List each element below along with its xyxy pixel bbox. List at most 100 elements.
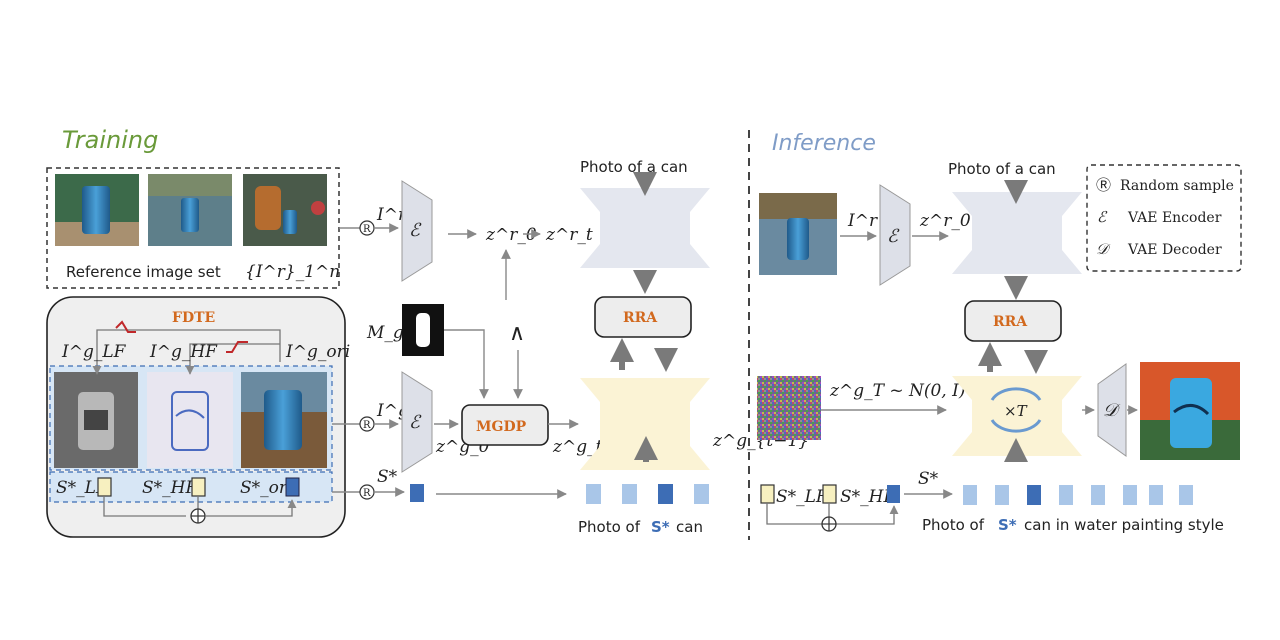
fdte-loop-inner	[189, 343, 280, 362]
token	[1123, 485, 1137, 505]
unet-top-inference	[952, 192, 1082, 274]
inference-reference-image	[759, 193, 837, 275]
ztr-label: z^r_t	[545, 225, 593, 245]
mgdp-box	[461, 404, 549, 446]
inference-s-ori-token	[887, 485, 900, 503]
s-star-label-training: S*	[377, 467, 398, 487]
unet-top-training	[580, 188, 710, 268]
reference-set-caption: Reference image set	[66, 263, 221, 281]
legend-random-text: Random sample	[1120, 178, 1234, 194]
prompt-top-inference: Photo of a can	[948, 160, 1056, 178]
vae-encoder-top	[401, 180, 433, 282]
hf-label: I^g_HF	[149, 342, 218, 362]
token	[586, 484, 601, 504]
prompt-top-training: Photo of a can	[580, 158, 688, 176]
token	[995, 485, 1009, 505]
fdte-label: FDTE	[172, 310, 215, 326]
prompt-bottom-post-inference: can in water painting style	[1024, 516, 1224, 534]
encoder-icon: ℰ	[1097, 208, 1108, 226]
fdte-token-band	[49, 471, 333, 503]
unet-bottom-inference	[952, 376, 1082, 456]
legend-decoder-text: VAE Decoder	[1127, 242, 1222, 258]
token	[963, 485, 977, 505]
lf-label: I^g_LF	[61, 342, 127, 362]
inference-s-hf-token	[822, 484, 837, 504]
svg-text:R: R	[363, 420, 371, 431]
token	[1179, 485, 1193, 505]
random-sample-icon: Ⓡ	[1096, 176, 1111, 194]
ztg-label: z^g_t	[552, 437, 603, 457]
prompt-bottom-token-inference: S*	[998, 516, 1017, 534]
legend-item-random: Ⓡ Random sample	[1096, 176, 1234, 194]
svg-text:R: R	[363, 224, 371, 235]
encoder-symbol-inference: ℰ	[887, 226, 900, 247]
prompt-bottom-token-training: S*	[651, 518, 670, 536]
prompt-bottom-pre-training: Photo of	[578, 518, 641, 536]
ori-image	[241, 372, 327, 468]
prompt-bottom-post-training: can	[676, 518, 703, 536]
output-image	[1140, 362, 1240, 460]
rra-box-inference	[964, 300, 1062, 342]
s-ori-token	[285, 477, 300, 497]
s-lf-token	[97, 477, 112, 497]
vae-decoder-inference	[1097, 363, 1127, 457]
ori-label: I^g_ori	[285, 342, 350, 362]
s-ori-label: S*_ori	[240, 478, 292, 498]
s-hf-label: S*_HF	[142, 478, 198, 498]
lf-image	[54, 372, 138, 468]
legend-item-encoder: ℰ VAE Encoder	[1097, 208, 1222, 226]
decoder-icon: 𝒟	[1096, 240, 1111, 258]
training-title: Training	[62, 126, 158, 154]
token	[1091, 485, 1105, 505]
reference-image-2	[148, 174, 232, 246]
unet-bottom-training	[580, 378, 710, 470]
fdte-loop-outer	[96, 329, 281, 362]
mg-label: M_g	[366, 323, 404, 343]
s-lf-label: S*_LF	[56, 478, 109, 498]
lowpass-icon	[115, 320, 136, 333]
legend-encoder-text: VAE Encoder	[1127, 210, 1222, 226]
hf-image	[147, 372, 233, 468]
prompt-bottom-pre-inference: Photo of	[922, 516, 985, 534]
token	[1027, 485, 1041, 505]
vae-encoder-inference	[879, 184, 911, 286]
legend-item-decoder: 𝒟 VAE Decoder	[1096, 240, 1222, 258]
token	[694, 484, 709, 504]
inference-z0r-label: z^r_0	[919, 211, 971, 231]
inference-title: Inference	[772, 131, 876, 156]
noise-image	[757, 376, 821, 440]
inference-s-star-label: S*	[918, 469, 939, 489]
inference-ir-label: I^r	[847, 211, 878, 231]
times-t-label: ×T	[1004, 402, 1028, 420]
decoder-symbol-inference: 𝒟	[1103, 400, 1121, 421]
vae-encoder-bottom	[401, 371, 433, 473]
ig-label: I^g	[376, 401, 409, 421]
rra-label-training: RRA	[623, 310, 658, 326]
token	[1059, 485, 1073, 505]
prompt-tokens-training	[586, 484, 709, 504]
inference-s-lf-token	[760, 484, 775, 504]
inference-s-lf-label: S*_LF	[776, 487, 829, 507]
inference-s-hf-label: S*_HF	[840, 487, 896, 507]
prompt-tokens-inference	[963, 485, 1193, 505]
reference-image-1	[55, 174, 139, 246]
rra-box-training	[594, 296, 692, 338]
reference-image-3	[243, 174, 327, 246]
encoder-symbol-top: ℰ	[409, 220, 422, 241]
reference-set-math: {I^r}_1^n	[245, 262, 340, 282]
s-hf-token	[191, 477, 206, 497]
rra-label-inference: RRA	[993, 314, 1028, 330]
s-star-token-training	[410, 484, 424, 502]
ir-label: I^r	[376, 205, 407, 225]
token	[622, 484, 637, 504]
mgdp-label: MGDP	[476, 419, 527, 435]
highpass-icon	[226, 341, 248, 353]
token	[658, 484, 673, 504]
legend-box	[1086, 164, 1242, 272]
z0r-label: z^r_0	[485, 225, 537, 245]
loop-arrow-bottom	[990, 419, 1042, 433]
and-symbol: ∧	[509, 321, 525, 346]
encoder-symbol-bottom: ℰ	[409, 412, 422, 433]
